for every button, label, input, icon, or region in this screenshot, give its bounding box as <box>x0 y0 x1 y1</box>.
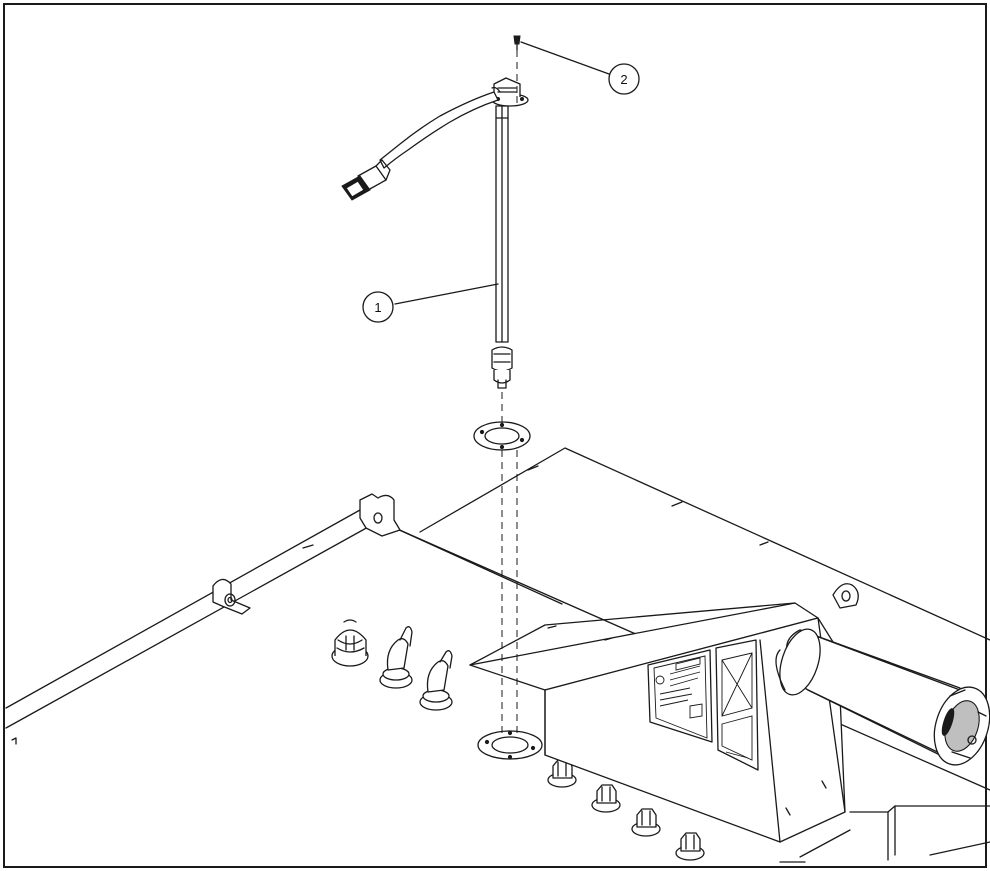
callout-1-leader <box>394 283 499 305</box>
connector-1 <box>547 759 577 788</box>
drawing-border <box>3 3 987 868</box>
callout-1-bubble <box>362 291 394 323</box>
connector-4 <box>675 832 705 861</box>
callout-2: 2 <box>520 41 640 95</box>
callout-2-leader <box>520 41 610 75</box>
tank-top-panel <box>5 447 990 863</box>
callout-1: 1 <box>362 283 499 323</box>
filler-tube <box>775 628 990 766</box>
lifting-eye-right <box>832 583 859 609</box>
gasket <box>473 421 531 451</box>
callout-2-label: 2 <box>620 72 627 87</box>
callout-2-bubble <box>608 63 640 95</box>
fuel-level-sender <box>341 77 529 389</box>
tank-mount-ring <box>477 730 543 760</box>
connector-2 <box>591 784 621 813</box>
toggle-switch-1 <box>379 626 413 689</box>
mounting-bracket-left <box>212 578 251 615</box>
callout-1-label: 1 <box>374 300 381 315</box>
filler-housing <box>469 602 846 843</box>
screw <box>513 35 521 51</box>
connector-row <box>547 759 705 861</box>
cable-gland <box>331 619 369 667</box>
toggle-switch-2 <box>419 650 453 711</box>
mounting-bracket-rear <box>359 493 401 537</box>
connector-3 <box>631 808 661 837</box>
